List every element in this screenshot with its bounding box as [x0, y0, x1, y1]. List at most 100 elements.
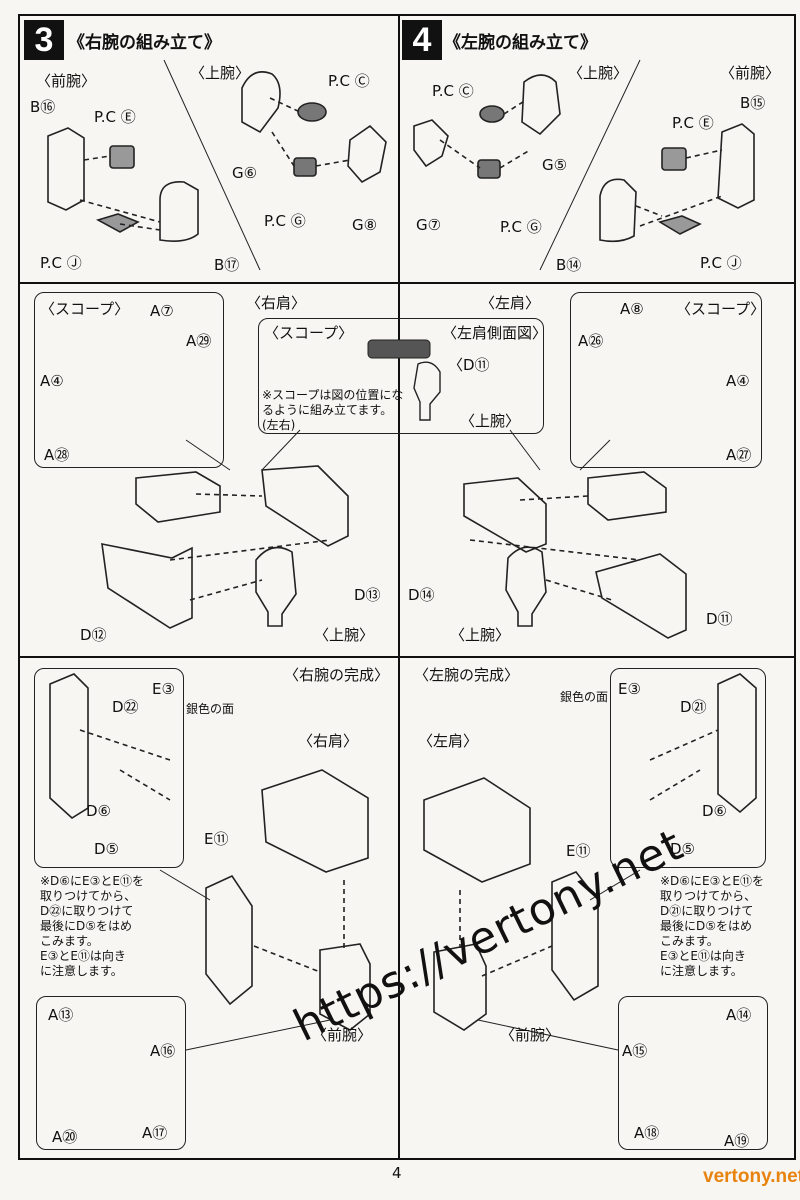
left-complete-title: 〈左腕の完成〉	[414, 666, 520, 684]
part-e3-left: E③	[618, 680, 641, 698]
step-3-scoop-label: 〈スコープ〉	[40, 300, 130, 318]
scoop-box-left	[570, 292, 762, 468]
page-frame	[18, 14, 796, 1160]
part-d22: D㉒	[112, 698, 139, 716]
part-d6-left: D⑥	[702, 802, 727, 820]
shoulder-top-part-left	[587, 471, 667, 521]
part-a13: A⑬	[48, 1006, 74, 1024]
part-pc-j: P.C Ⓙ	[40, 254, 82, 272]
step-4-scoop-label: 〈スコープ〉	[676, 300, 766, 318]
step-4-shoulder-title: 〈左肩〉	[480, 294, 541, 312]
right-forearm-armor	[205, 874, 253, 1006]
forearm-armor-b16	[47, 127, 85, 211]
right-forearm-label: 〈前腕〉	[312, 1026, 373, 1044]
forearm-shell-d21	[717, 673, 757, 814]
part-b17: B⑰	[214, 256, 240, 274]
part-a18: A⑱	[634, 1124, 660, 1142]
step-4-title: 《左腕の組み立て》	[444, 33, 597, 53]
step-3-title: 《右腕の組み立て》	[68, 33, 221, 53]
part-b14: B⑭	[556, 256, 582, 274]
forearm-armor-b17	[159, 181, 199, 242]
forearm-shell-d22	[49, 673, 89, 819]
scoop-box-right	[34, 292, 224, 468]
part-pc-c-left: P.C Ⓒ	[432, 82, 474, 100]
part-a8: A⑧	[620, 300, 644, 318]
part-b15: B⑮	[740, 94, 766, 112]
part-pc-e-left: P.C Ⓔ	[672, 114, 714, 132]
divider-middle	[18, 656, 796, 658]
part-d13: D⑬	[354, 586, 381, 604]
step-3-shoulder-upperarm-label: 〈上腕〉	[314, 626, 375, 644]
side-view-box	[258, 318, 544, 434]
shoulder-armor-d12	[101, 542, 193, 629]
polycap-e	[109, 145, 135, 169]
polycap-g	[293, 157, 317, 177]
step-3-forearm-label: 〈前腕〉	[36, 72, 97, 90]
upperarm-g7	[413, 119, 449, 168]
part-d12: D⑫	[80, 626, 107, 644]
part-d11: D⑪	[706, 610, 733, 628]
side-view-title: 〈左肩側面図〉	[442, 324, 548, 342]
part-pc-g-left: P.C Ⓖ	[500, 218, 542, 236]
part-pc-j-left: P.C Ⓙ	[700, 254, 742, 272]
right-shoulder-label: 〈右肩〉	[298, 732, 359, 750]
right-complete-note: ※D⑥にE③とE⑪を 取りつけてから、 D㉒に取りつけて 最後にD⑤をはめ こみ…	[40, 874, 144, 978]
part-g8: G⑧	[352, 216, 378, 234]
part-a4-left: A④	[726, 372, 750, 390]
part-g6: G⑥	[232, 164, 258, 182]
part-d14: D⑭	[408, 586, 435, 604]
part-a17: A⑰	[142, 1124, 168, 1142]
side-view-d11: 〈D⑪	[448, 356, 490, 374]
hand-box-left	[618, 996, 768, 1150]
side-view-upperarm: 〈上腕〉	[460, 412, 521, 430]
step-4-number: 4	[402, 20, 442, 60]
center-divider	[398, 14, 400, 1160]
side-view-note: ※スコープは図の位置にな るように組み立てます。 (左右)	[262, 388, 404, 432]
hand-box-right	[36, 996, 186, 1150]
part-a26: A㉖	[578, 332, 604, 350]
divider-top	[18, 282, 796, 284]
part-a16: A⑯	[150, 1042, 176, 1060]
part-a19: A⑲	[724, 1132, 750, 1150]
left-complete-note: ※D⑥にE③とE⑪を 取りつけてから、 D㉑に取りつけて 最後にD⑤をはめ こみ…	[660, 874, 764, 978]
left-forearm-label: 〈前腕〉	[500, 1026, 561, 1044]
part-d6: D⑥	[86, 802, 111, 820]
part-pc-e: P.C Ⓔ	[94, 108, 136, 126]
right-forearm-assembly	[319, 943, 371, 1031]
shoulder-scoop-housing	[261, 465, 349, 547]
upperarm-g6	[241, 71, 281, 134]
right-complete-title: 〈右腕の完成〉	[284, 666, 390, 684]
right-silver-label: 銀色の面	[186, 702, 235, 716]
side-view-scoop-label: 〈スコープ〉	[264, 324, 354, 342]
part-a4: A④	[40, 372, 64, 390]
upperarm-g5	[521, 74, 561, 136]
polycap-j-left	[657, 215, 702, 235]
page-number: 4	[392, 1164, 402, 1182]
part-a20: A⑳	[52, 1128, 78, 1146]
part-a29: A㉙	[186, 332, 212, 350]
polycap-g-left	[477, 159, 501, 179]
polycap-c	[297, 102, 327, 122]
forearm-box-left	[610, 668, 766, 868]
upperarm-joint-left	[505, 546, 547, 627]
part-a15: A⑮	[622, 1042, 648, 1060]
part-a7: A⑦	[150, 302, 174, 320]
part-e11: E⑪	[204, 830, 229, 848]
shoulder-top-part	[135, 471, 221, 523]
part-e11-left: E⑪	[566, 842, 591, 860]
polycap-j	[95, 213, 140, 233]
left-forearm-armor	[551, 871, 599, 1002]
left-silver-label: 銀色の面	[560, 690, 609, 704]
brand-logo-text: vertony.net	[703, 1166, 800, 1187]
part-a27: A㉗	[726, 446, 752, 464]
part-e3: E③	[152, 680, 175, 698]
upperarm-g8	[347, 124, 387, 184]
shoulder-armor-d11	[595, 553, 687, 639]
forearm-armor-b14	[599, 178, 637, 243]
part-pc-g: P.C Ⓖ	[264, 212, 306, 230]
part-b16: B⑯	[30, 98, 56, 116]
part-g7: G⑦	[416, 216, 442, 234]
part-pc-c: P.C Ⓒ	[328, 72, 370, 90]
